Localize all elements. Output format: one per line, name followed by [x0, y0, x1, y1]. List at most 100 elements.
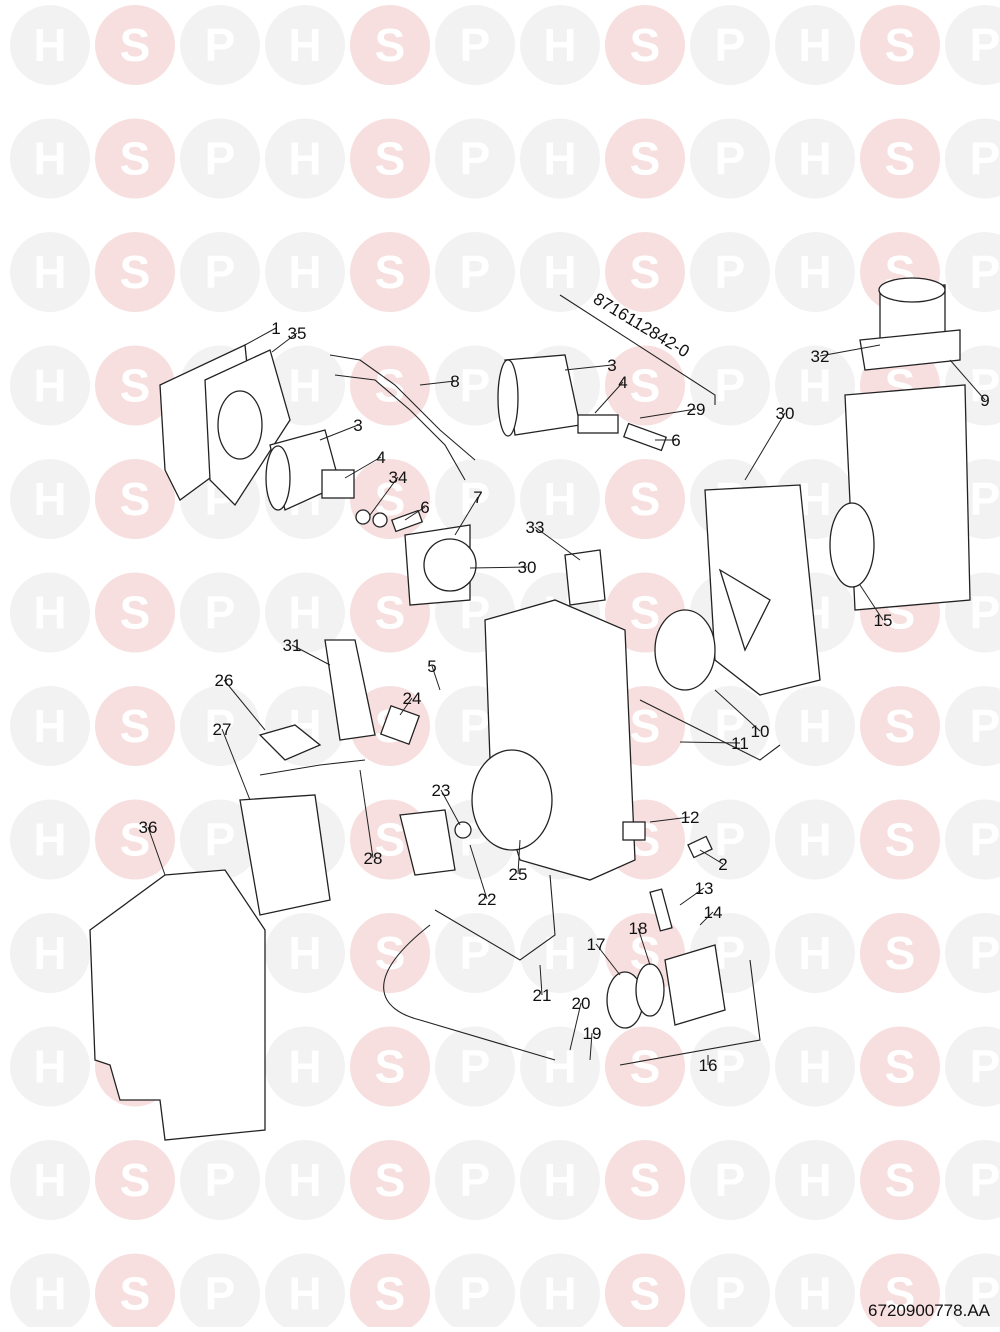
callout-label-4: 4 — [376, 448, 385, 467]
callout-label-5: 5 — [427, 657, 436, 676]
watermark-circle — [435, 5, 515, 85]
watermark-letter: H — [798, 1154, 831, 1206]
callout-label-4: 4 — [618, 373, 627, 392]
watermark-letter: H — [288, 246, 321, 298]
watermark-letter: S — [885, 1041, 916, 1093]
callout-label-28: 28 — [364, 849, 383, 868]
watermark-letter: S — [630, 700, 661, 752]
watermark-letter: P — [205, 246, 236, 298]
watermark-letter: H — [543, 1041, 576, 1093]
watermark-circle — [945, 118, 1000, 199]
leader-line — [534, 526, 581, 561]
watermark-circle — [95, 118, 175, 199]
leader-line — [344, 456, 382, 479]
watermark-letter: S — [375, 360, 406, 412]
watermark-letter: S — [120, 473, 151, 525]
watermark-letter: S — [120, 133, 151, 185]
watermark-letter: S — [375, 1154, 406, 1206]
leader-line — [404, 506, 426, 521]
watermark-letter: S — [120, 700, 151, 752]
watermark-circle — [265, 913, 345, 993]
watermark-letter: S — [375, 814, 406, 866]
watermark-letter: H — [543, 19, 576, 71]
watermark-circle — [860, 1140, 940, 1220]
callout-label-27: 27 — [213, 720, 232, 739]
watermark-letter: S — [120, 246, 151, 298]
watermark-letter: H — [798, 700, 831, 752]
callout-label-32: 32 — [811, 347, 830, 366]
watermark-letter: H — [798, 246, 831, 298]
leader-line — [699, 849, 724, 865]
callout-label-15: 15 — [874, 611, 893, 630]
watermark-circle — [10, 572, 90, 653]
watermark-letter: H — [33, 133, 66, 185]
watermark-circle — [945, 5, 1000, 85]
watermark-circle — [945, 913, 1000, 993]
watermark-circle — [180, 5, 260, 85]
watermark-letter: P — [970, 19, 1000, 71]
watermark-letter: S — [375, 133, 406, 185]
leader-line — [147, 826, 166, 876]
valve-body — [664, 944, 726, 1026]
watermark-circle — [945, 799, 1000, 880]
watermark-letter: H — [288, 1268, 321, 1320]
callout-label-1: 1 — [271, 319, 280, 338]
watermark-circle — [860, 118, 940, 199]
watermark-circle — [10, 1026, 90, 1107]
watermark-circle — [945, 1026, 1000, 1107]
callout-label-18: 18 — [629, 919, 648, 938]
watermark-letter: H — [33, 360, 66, 412]
air-inlet-gasket — [859, 329, 961, 371]
watermark-letter: S — [120, 1154, 151, 1206]
leader-line — [637, 927, 651, 966]
watermark-letter: S — [375, 19, 406, 71]
watermark-circle — [945, 232, 1000, 312]
watermark-letter: P — [715, 1041, 746, 1093]
watermark-letter: S — [630, 587, 661, 639]
air-inlet-opening — [878, 277, 946, 303]
watermark-circle — [95, 799, 175, 880]
watermark-letter: P — [715, 246, 746, 298]
watermark-letter: P — [970, 587, 1000, 639]
watermark-circle — [180, 1140, 260, 1220]
watermark-circle — [520, 5, 600, 85]
watermark-letter: H — [288, 360, 321, 412]
watermark-circle — [690, 799, 770, 880]
nozzle-holder-right — [577, 414, 619, 434]
watermark-letter: S — [375, 246, 406, 298]
fan-wheel — [654, 609, 716, 691]
watermark-circle — [10, 1140, 90, 1220]
kit-16-bracket — [619, 959, 761, 1066]
watermark-circle — [775, 686, 855, 766]
watermark-letter: P — [715, 19, 746, 71]
watermark-letter: H — [543, 1154, 576, 1206]
leader-line — [649, 816, 691, 823]
leader-line — [431, 665, 441, 691]
watermark-circle — [265, 1253, 345, 1332]
watermark-circle — [435, 1253, 515, 1332]
watermark-letter: P — [970, 1041, 1000, 1093]
watermark-letter: P — [970, 700, 1000, 752]
leader-line — [469, 566, 528, 569]
watermark-letter: H — [798, 1268, 831, 1320]
leader-line — [359, 769, 374, 859]
watermark-circle — [775, 1140, 855, 1220]
watermark-circle — [520, 459, 600, 539]
watermark-letter: P — [205, 814, 236, 866]
watermark-letter: P — [460, 700, 491, 752]
watermark-letter: H — [798, 360, 831, 412]
watermark-letter: H — [543, 1268, 576, 1320]
watermark-circle — [10, 1253, 90, 1332]
leader-line — [319, 424, 359, 441]
watermark-letter: H — [33, 19, 66, 71]
blast-tube-right-face — [497, 359, 519, 437]
air-disc — [829, 502, 875, 588]
watermark-circle — [945, 1253, 1000, 1332]
watermark-letter: H — [33, 246, 66, 298]
watermark-letter: P — [970, 360, 1000, 412]
capacitor — [622, 821, 646, 841]
watermark-circle — [775, 1253, 855, 1332]
callout-label-8: 8 — [450, 372, 459, 391]
watermark-letter: P — [205, 587, 236, 639]
